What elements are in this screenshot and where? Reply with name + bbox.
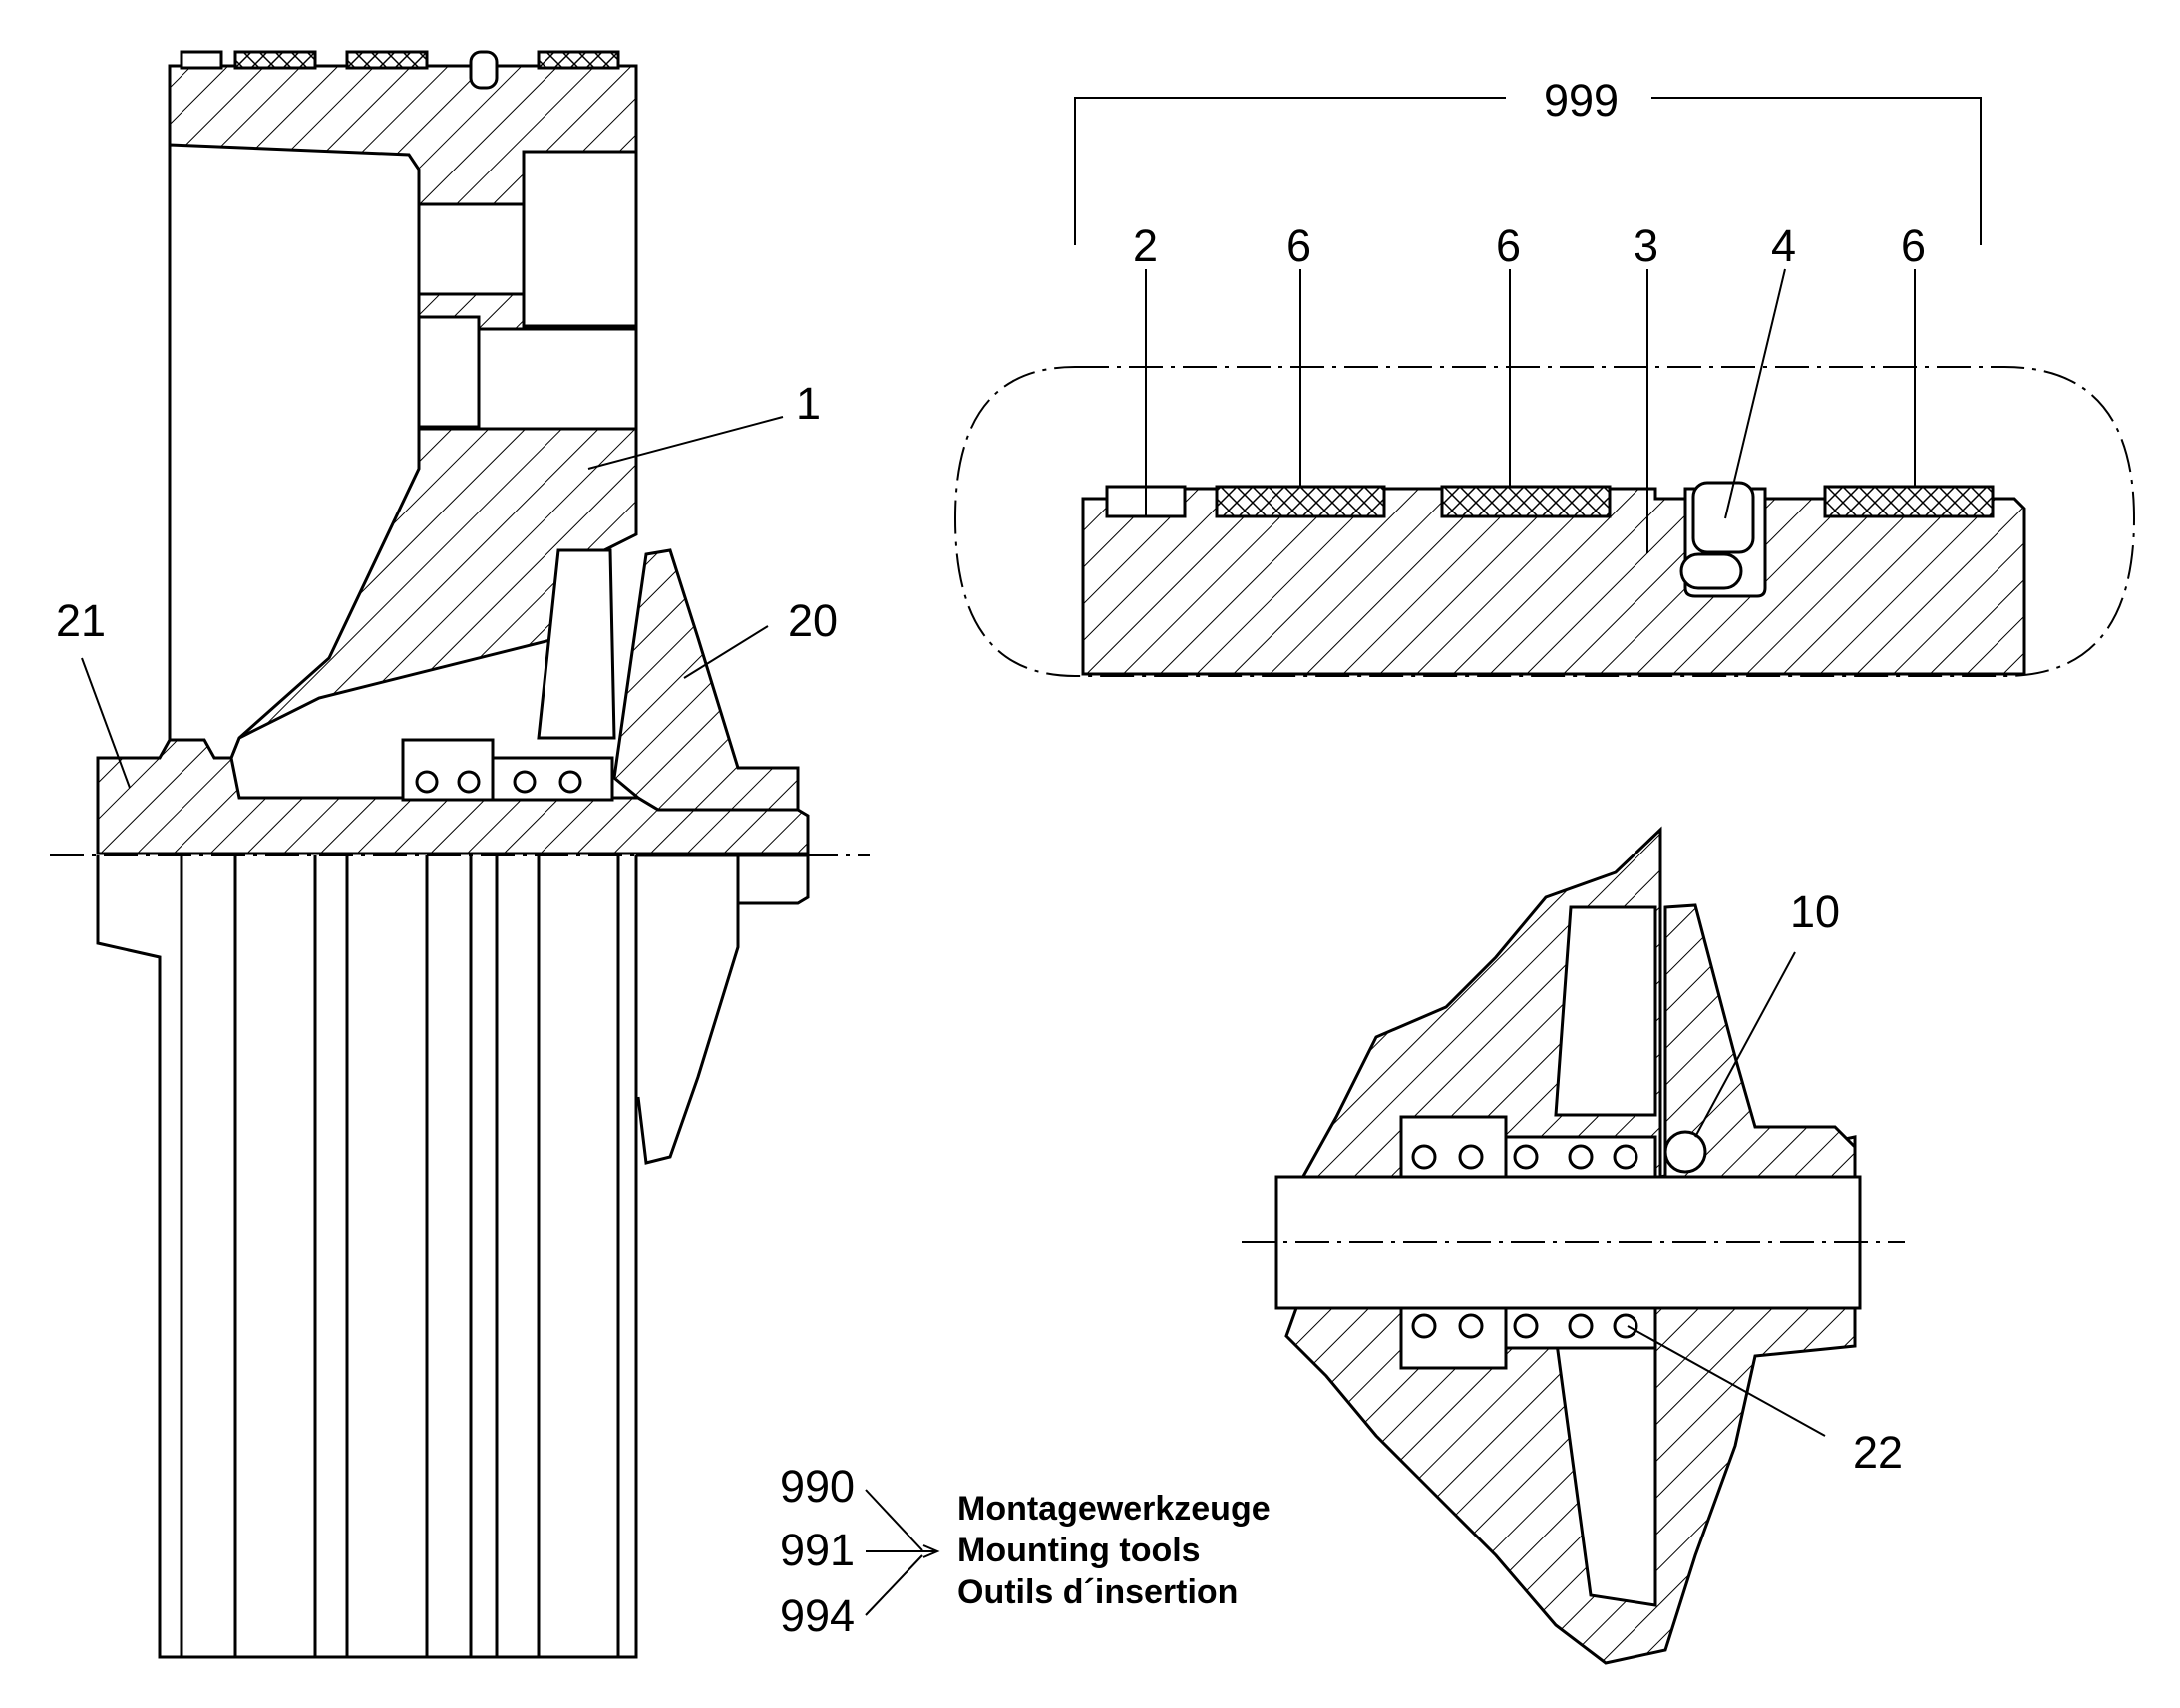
leader-1 — [587, 416, 784, 470]
radial-port-upper — [417, 202, 541, 296]
detail-spring-coil — [1411, 1313, 1437, 1339]
leader-21 — [81, 657, 131, 789]
spring-coil — [513, 770, 537, 794]
bracket-999 — [1074, 97, 1982, 245]
spring-coil — [457, 770, 481, 794]
leader-10 — [1694, 951, 1796, 1138]
pin-4 — [1691, 481, 1755, 554]
label-part-2: 2 — [1133, 220, 1158, 271]
spring-coil — [558, 770, 582, 794]
spring-coil — [415, 770, 439, 794]
leader-20 — [683, 625, 769, 679]
seal-strip-3 — [537, 50, 620, 70]
detail-spring-coil — [1458, 1144, 1484, 1170]
seal-detail-view: 999 2 6 6 3 4 6 — [953, 75, 2136, 677]
label-part-6b: 6 — [1496, 220, 1521, 271]
main-section-view: 1 20 21 — [50, 50, 870, 1659]
legend-tools-de: Montagewerkzeuge — [957, 1490, 1271, 1528]
label-tool-991: 991 — [780, 1525, 855, 1575]
label-tool-994: 994 — [780, 1590, 855, 1641]
seal-strip-1 — [233, 50, 317, 70]
label-part-22: 22 — [1853, 1427, 1903, 1478]
detail-boundary — [953, 366, 2136, 677]
detail-collar-slot — [1554, 905, 1657, 1117]
legend-tools-en: Mounting tools — [957, 1532, 1201, 1569]
rod-collar-section — [612, 548, 800, 812]
detail-spring-coil — [1411, 1144, 1437, 1170]
leader-22 — [1627, 1325, 1826, 1437]
label-part-6c: 6 — [1901, 220, 1926, 271]
label-part-999: 999 — [1544, 75, 1619, 126]
label-part-21: 21 — [56, 595, 106, 646]
label-part-10: 10 — [1790, 886, 1840, 937]
label-part-3: 3 — [1634, 220, 1658, 271]
label-part-6a: 6 — [1286, 220, 1311, 271]
rod-end-lower — [738, 854, 810, 905]
guide-ring-groove — [180, 50, 223, 70]
seal-strip-6a — [1215, 485, 1386, 518]
seal-strip-2 — [345, 50, 429, 70]
detail-spring-coil — [1513, 1313, 1539, 1339]
radial-port-upper-bore — [522, 150, 638, 328]
detail-ball-10 — [1663, 1130, 1707, 1174]
detail-spring-coil — [1568, 1313, 1594, 1339]
rod-detail-view: 10 22 — [1242, 826, 1905, 1665]
collar-slot — [537, 548, 616, 740]
detail-spring-coil — [1458, 1313, 1484, 1339]
leader-4 — [1724, 268, 1786, 519]
collar-exterior-lower — [636, 854, 740, 1165]
detail-spring-coil — [1613, 1313, 1638, 1339]
detail-spring-coil — [1613, 1144, 1638, 1170]
detail-spring-coil — [1513, 1144, 1539, 1170]
label-part-4: 4 — [1771, 220, 1796, 271]
detail-body-lower — [1284, 1306, 1857, 1665]
label-part-1: 1 — [796, 378, 821, 429]
label-part-20: 20 — [788, 595, 838, 646]
detail-spring-coil — [1568, 1144, 1594, 1170]
radial-port-lower-bore — [417, 315, 481, 429]
piston-exterior-lower — [96, 855, 638, 1659]
legend-tools-fr: Outils d´insertion — [957, 1573, 1238, 1611]
seal-strip-6c — [1823, 485, 1995, 518]
legend-bracket — [865, 1489, 940, 1616]
seal-strip-6b — [1440, 485, 1612, 518]
pin-slot — [469, 50, 499, 90]
spring-housing-right — [491, 756, 614, 802]
tools-legend: 990 991 994 Montagewerkzeuge Mounting to… — [780, 1461, 1271, 1641]
spring-housing-left — [401, 738, 495, 802]
ball-3 — [1679, 552, 1743, 590]
label-tool-990: 990 — [780, 1461, 855, 1512]
